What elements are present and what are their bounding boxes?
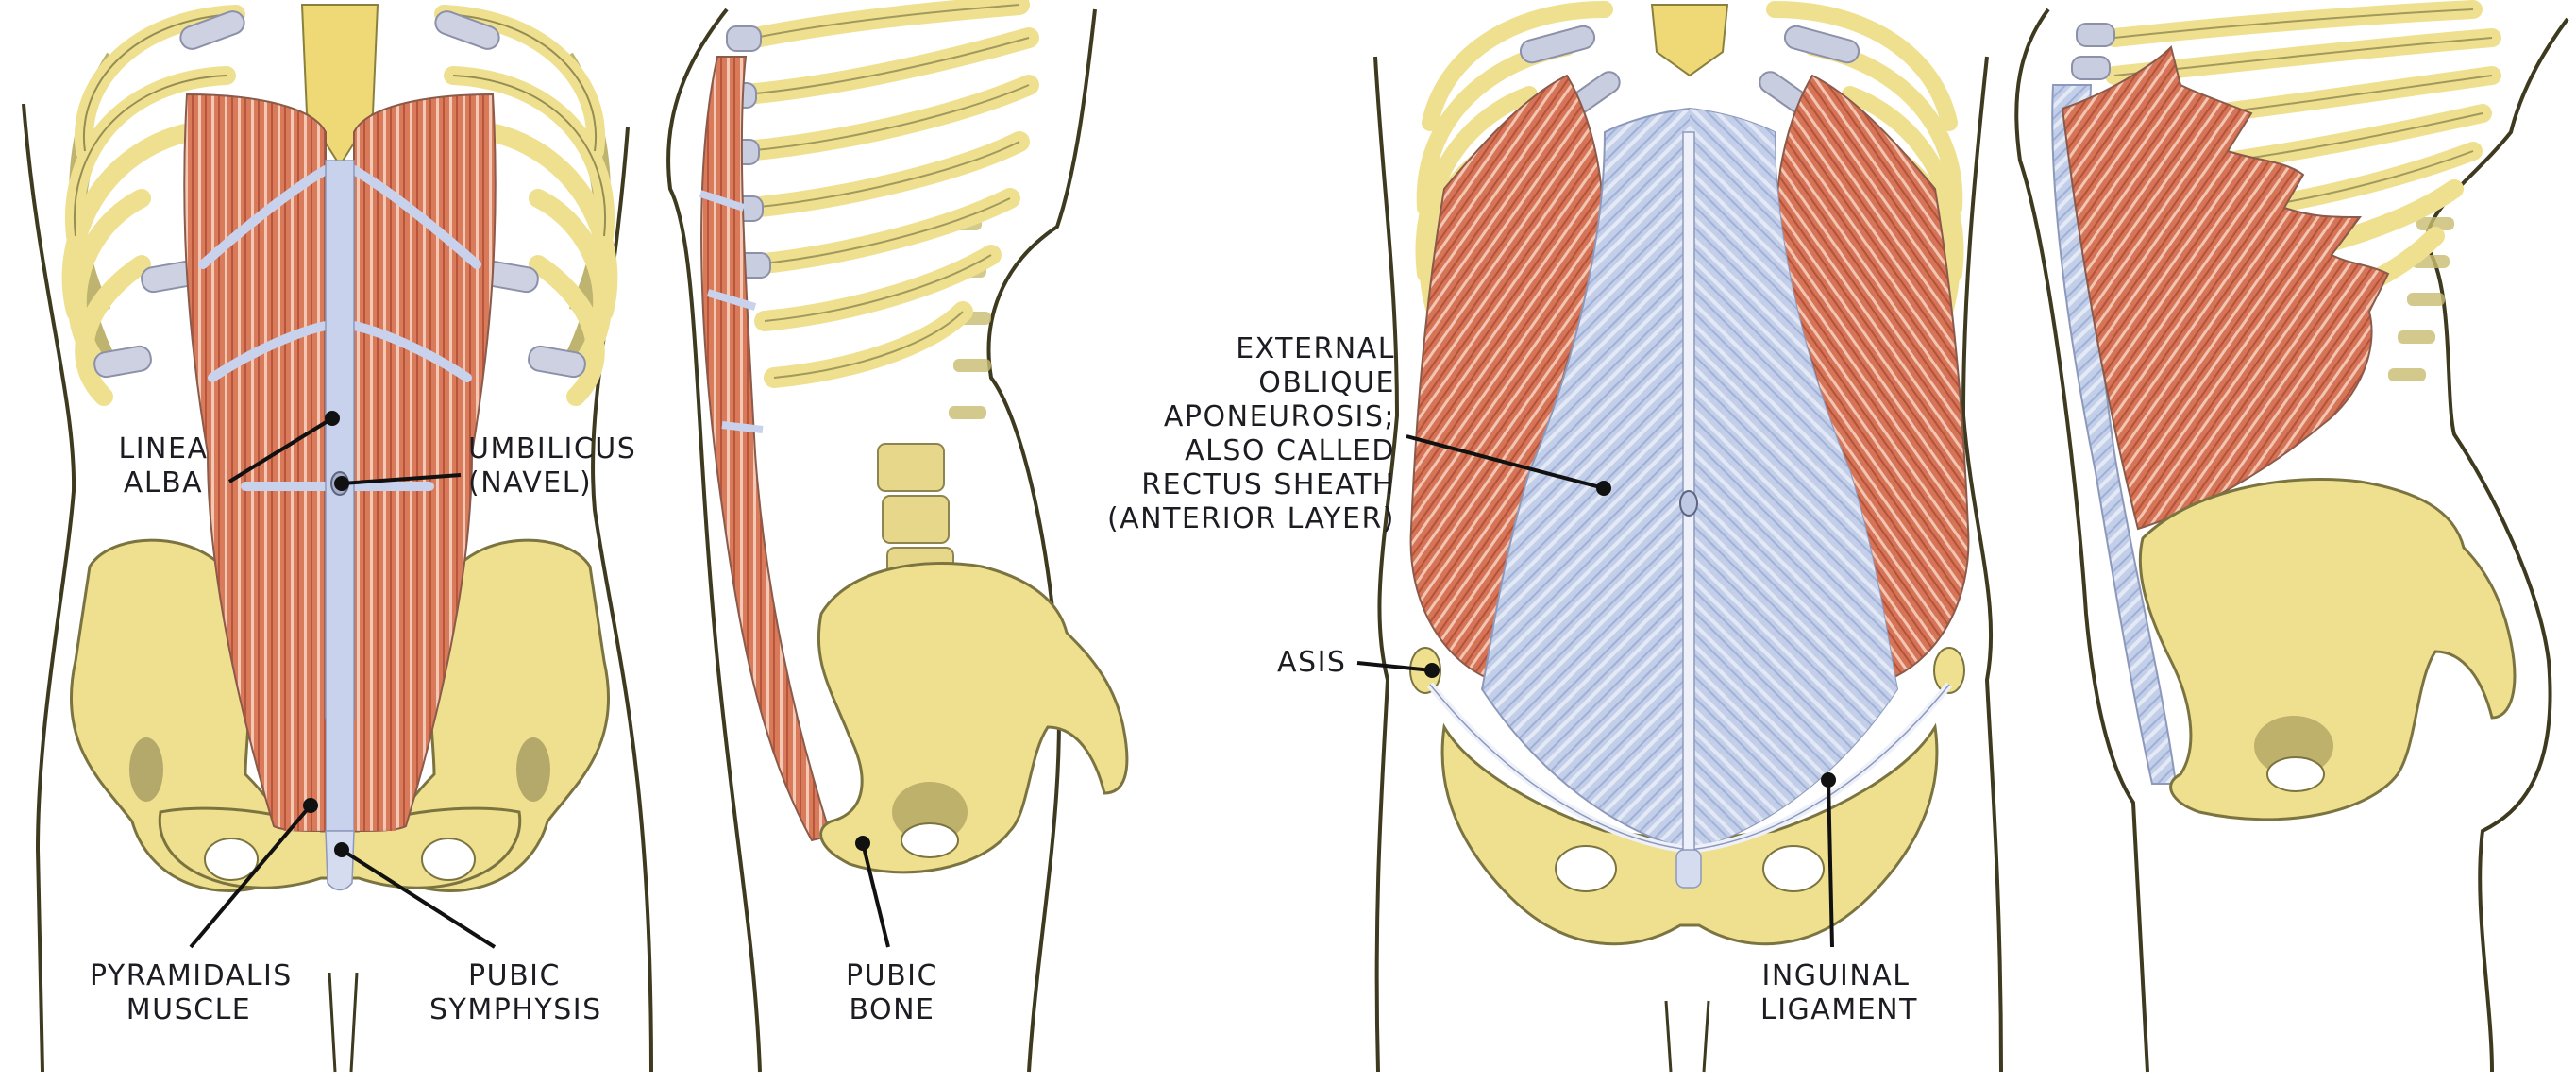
pointer-dot-pubic-symphysis xyxy=(334,842,349,857)
label-pyramidalis-muscle: PYRAMIDALIS MUSCLE xyxy=(90,959,293,1026)
body-outline xyxy=(2014,8,2149,1073)
leader-line-linea-alba xyxy=(227,416,334,483)
label-asis: ASIS xyxy=(1277,646,1347,679)
leader-line-pyramidalis xyxy=(189,804,312,949)
panel-anterior-oblique xyxy=(1373,1,2003,1073)
leader-line-inguinal-ligament xyxy=(1827,779,1834,948)
leader-line-asis xyxy=(1356,661,1433,672)
panel-anterior-rectus xyxy=(22,4,653,1073)
label-umbilicus: UMBILICUS (NAVEL) xyxy=(468,432,637,500)
label-external-oblique-aponeurosis: EXTERNAL OBLIQUE APONEUROSIS; ALSO CALLE… xyxy=(1106,332,1395,535)
pointer-dot-asis xyxy=(1424,663,1440,678)
pointer-dot-pyramidalis xyxy=(303,798,318,813)
pointer-dot-external-oblique-aponeurosis xyxy=(1596,481,1611,496)
body-outline xyxy=(666,8,762,1073)
body-outline xyxy=(22,103,76,1073)
leader-line-pubic-bone xyxy=(861,842,890,948)
panel-lateral-oblique xyxy=(2014,0,2569,1073)
label-pubic-bone: PUBIC BONE xyxy=(846,959,938,1026)
body-outline xyxy=(1373,56,1400,1073)
pointer-dot-umbilicus xyxy=(334,476,349,491)
label-linea-alba: LINEA ALBA xyxy=(118,432,209,500)
leader-line-umbilicus xyxy=(341,473,462,485)
leader-lines xyxy=(189,411,1836,949)
label-inguinal-ligament: INGUINAL LIGAMENT xyxy=(1760,959,1918,1026)
pointer-dot-linea-alba xyxy=(325,411,340,426)
pointer-dot-pubic-bone xyxy=(855,836,870,851)
leader-line-external-oblique-aponeurosis xyxy=(1406,434,1605,490)
leader-line-pubic-symphysis xyxy=(340,848,497,949)
panel-lateral-rectus xyxy=(666,0,1129,1073)
label-pubic-symphysis: PUBIC SYMPHYSIS xyxy=(429,959,602,1026)
pointer-dot-inguinal-ligament xyxy=(1821,772,1836,788)
